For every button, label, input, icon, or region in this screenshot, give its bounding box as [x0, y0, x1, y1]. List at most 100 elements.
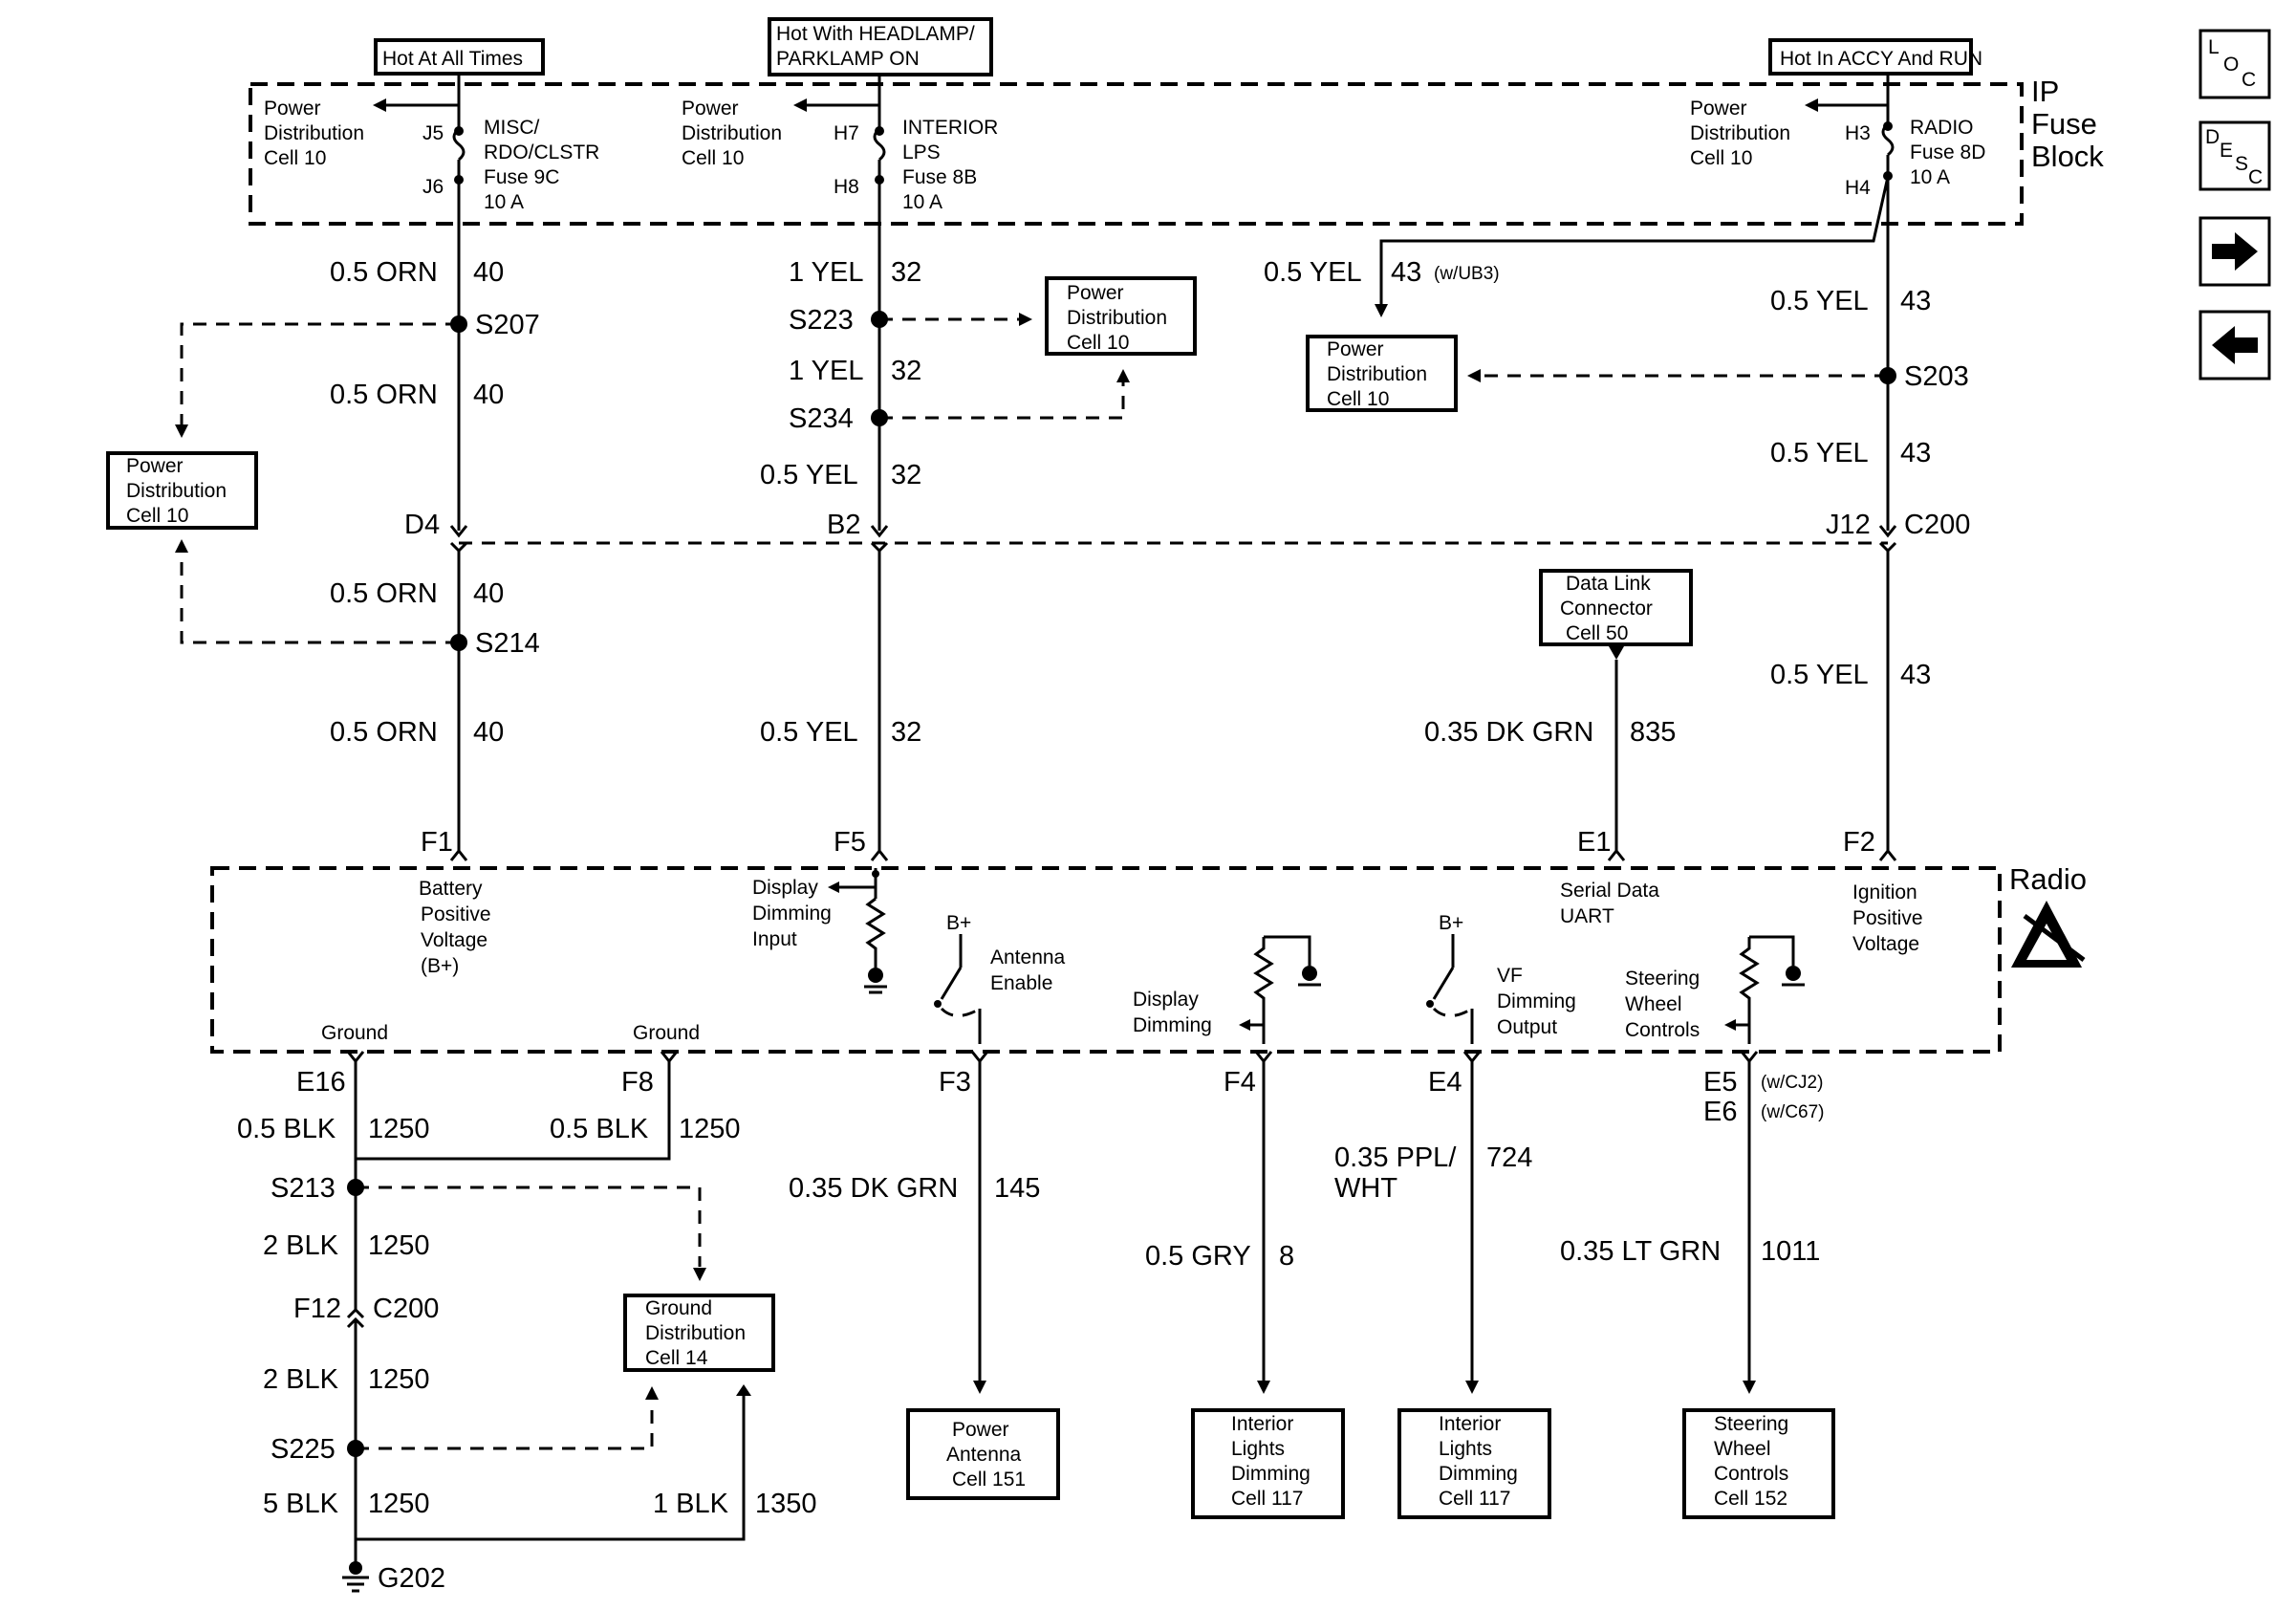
svg-text:Display: Display [1133, 989, 1199, 1011]
svg-text:Cell 117: Cell 117 [1439, 1488, 1511, 1510]
ground-distribution-cell-14[interactable]: Ground Distribution Cell 14 [623, 1294, 775, 1372]
svg-text:L: L [2208, 36, 2220, 58]
svg-text:32: 32 [891, 460, 921, 490]
svg-text:1350: 1350 [755, 1489, 817, 1519]
svg-text:LPS: LPS [902, 141, 941, 163]
svg-text:(B+): (B+) [421, 955, 459, 977]
steering-wheel-controls-cell-152[interactable]: Steering Wheel Controls Cell 152 [1682, 1408, 1835, 1519]
svg-text:RADIO: RADIO [1910, 117, 1974, 139]
svg-text:S223: S223 [789, 305, 854, 336]
svg-text:Voltage: Voltage [421, 929, 487, 951]
vf-dimming-output-switch: B+ VF Dimming Output [1426, 912, 1576, 1044]
radio-title: Radio [2009, 862, 2087, 896]
svg-text:724: 724 [1486, 1142, 1532, 1173]
circuit-724: E4 0.35 PPL/ WHT 724 [1334, 1051, 1532, 1394]
fuse-8b: Power Distribution Cell 10 H7 H8 INTERIO… [682, 84, 998, 224]
svg-text:WHT: WHT [1334, 1173, 1397, 1204]
fuse-8d: Power Distribution Cell 10 H3 H4 RADIO F… [1690, 84, 1985, 224]
fuse-9c: Power Distribution Cell 10 J5 J6 MISC/ R… [264, 84, 599, 224]
svg-text:10 A: 10 A [484, 191, 524, 213]
svg-text:Interior: Interior [1231, 1413, 1293, 1435]
steering-wheel-controls-input: Steering Wheel Controls [1625, 935, 1805, 1044]
svg-text:Serial Data: Serial Data [1560, 880, 1659, 902]
svg-text:0.35 LT GRN: 0.35 LT GRN [1560, 1236, 1721, 1267]
source-hot-with-headlamp: Hot With HEADLAMP/ PARKLAMP ON [768, 17, 993, 76]
power-distribution-cell-10-mid[interactable]: Power Distribution Cell 10 [1045, 276, 1197, 356]
svg-text:C200: C200 [1904, 510, 1970, 540]
svg-text:F5: F5 [834, 827, 866, 858]
svg-text:40: 40 [473, 578, 504, 609]
svg-text:10 A: 10 A [902, 191, 942, 213]
power-distribution-cell-10-right[interactable]: Power Distribution Cell 10 [1306, 335, 1458, 412]
svg-text:Fuse 8D: Fuse 8D [1910, 141, 1985, 163]
data-link-connector-cell-50[interactable]: Data Link Connector Cell 50 [1539, 569, 1693, 646]
previous-page-button[interactable] [2199, 310, 2271, 381]
circuit-835: 0.35 DK GRN 835 E1 [1424, 646, 1676, 861]
svg-text:2 BLK: 2 BLK [263, 1230, 339, 1261]
svg-text:F3: F3 [939, 1067, 971, 1098]
svg-text:5 BLK: 5 BLK [263, 1489, 339, 1519]
svg-text:C: C [2242, 69, 2256, 91]
svg-text:E1: E1 [1577, 827, 1611, 858]
svg-text:0.5 YEL: 0.5 YEL [1770, 660, 1869, 690]
svg-text:RDO/CLSTR: RDO/CLSTR [484, 141, 599, 163]
svg-text:Cell 10: Cell 10 [1327, 388, 1389, 410]
loc-button[interactable]: L O C [2199, 29, 2271, 99]
svg-text:B+: B+ [1439, 912, 1463, 934]
svg-text:E5: E5 [1703, 1067, 1737, 1098]
next-page-button[interactable] [2199, 216, 2271, 287]
power-distribution-cell-10-left[interactable]: Power Distribution Cell 10 [106, 451, 258, 530]
svg-text:1250: 1250 [368, 1489, 430, 1519]
svg-text:Enable: Enable [990, 972, 1052, 994]
svg-text:0.35 DK GRN: 0.35 DK GRN [789, 1173, 958, 1204]
svg-text:Dimming: Dimming [1231, 1463, 1310, 1485]
svg-text:Fuse 8B: Fuse 8B [902, 166, 977, 188]
circuit-43: 0.5 YEL 43 (w/UB3) 0.5 YEL 43 S203 0.5 Y… [1264, 176, 1970, 861]
svg-text:0.5 ORN: 0.5 ORN [330, 380, 438, 410]
interior-lights-dimming-cell-117-a[interactable]: Interior Lights Dimming Cell 117 [1191, 1408, 1345, 1519]
svg-text:Interior: Interior [1439, 1413, 1501, 1435]
svg-text:Cell 10: Cell 10 [1690, 147, 1752, 169]
svg-text:Cell 10: Cell 10 [126, 505, 188, 527]
svg-text:0.5 GRY: 0.5 GRY [1145, 1241, 1251, 1272]
svg-text:Cell 50: Cell 50 [1566, 622, 1628, 644]
svg-text:PARKLAMP ON: PARKLAMP ON [776, 48, 920, 70]
svg-text:8: 8 [1279, 1241, 1294, 1272]
source-hot-in-accy-run: Hot In ACCY And RUN [1768, 38, 1982, 76]
svg-text:Dimming: Dimming [1439, 1463, 1518, 1485]
svg-text:32: 32 [891, 356, 921, 386]
svg-text:VF: VF [1497, 965, 1523, 987]
svg-text:S213: S213 [271, 1173, 336, 1204]
svg-text:0.5 YEL: 0.5 YEL [1264, 257, 1362, 288]
svg-text:Power: Power [952, 1419, 1009, 1441]
svg-text:F2: F2 [1843, 827, 1875, 858]
display-dimming-output: Display Dimming [1133, 935, 1321, 1044]
svg-text:Hot With HEADLAMP/: Hot With HEADLAMP/ [776, 23, 975, 45]
svg-text:Cell 10: Cell 10 [264, 147, 326, 169]
svg-text:Dimming: Dimming [1133, 1014, 1212, 1036]
svg-text:Positive: Positive [1852, 907, 1923, 929]
desc-button[interactable]: D E S C [2199, 120, 2271, 191]
svg-text:Dimming: Dimming [752, 903, 832, 925]
power-antenna-cell-151[interactable]: Power Antenna Cell 151 [906, 1408, 1060, 1500]
svg-text:1 BLK: 1 BLK [653, 1489, 729, 1519]
svg-text:J5: J5 [422, 122, 444, 144]
svg-text:S203: S203 [1904, 361, 1969, 392]
radio-module-border [210, 866, 2002, 1054]
svg-text:Distribution: Distribution [1067, 307, 1167, 329]
svg-text:(w/C67): (w/C67) [1761, 1102, 1825, 1122]
svg-text:E: E [2220, 140, 2233, 162]
svg-text:0.5 BLK: 0.5 BLK [550, 1114, 649, 1144]
svg-text:Connector: Connector [1560, 598, 1653, 620]
svg-text:43: 43 [1900, 660, 1931, 690]
svg-text:Power: Power [264, 98, 321, 120]
svg-text:32: 32 [891, 257, 921, 288]
svg-text:S: S [2235, 153, 2248, 175]
svg-text:0.5 BLK: 0.5 BLK [237, 1114, 336, 1144]
interior-lights-dimming-cell-117-b[interactable]: Interior Lights Dimming Cell 117 [1397, 1408, 1551, 1519]
svg-text:S214: S214 [475, 628, 540, 659]
svg-text:B+: B+ [946, 912, 971, 934]
circuit-1350: 1 BLK 1350 [356, 1384, 817, 1541]
svg-text:0.5 YEL: 0.5 YEL [760, 717, 858, 748]
svg-text:Distribution: Distribution [1327, 363, 1427, 385]
